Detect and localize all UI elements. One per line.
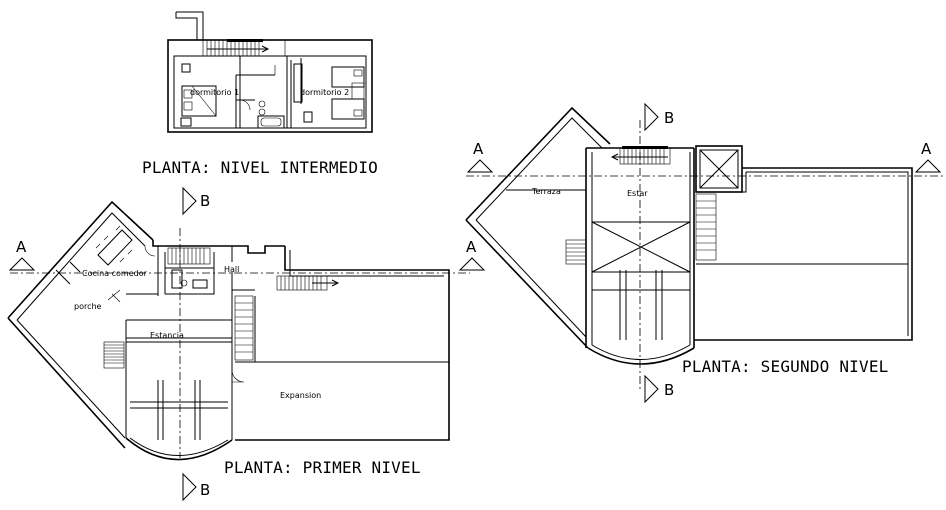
room-dormitorio-1: dormitorio 1 <box>190 88 239 97</box>
section-mark-b-bottom-1: B <box>182 472 210 502</box>
svg-text:A: A <box>16 238 27 256</box>
title-nivel-intermedio: PLANTA: NIVEL INTERMEDIO <box>142 158 378 177</box>
room-terraza: Terraza <box>531 187 561 196</box>
svg-text:B: B <box>664 381 674 399</box>
stair-estancia <box>234 295 254 361</box>
room-estancia: Estancia <box>150 331 184 340</box>
stair-segundo-right <box>695 193 717 261</box>
room-estar: Estar <box>627 189 648 198</box>
section-mark-a-left-2: A <box>466 140 494 173</box>
dining-table <box>95 225 133 266</box>
svg-text:A: A <box>466 238 477 256</box>
stair-segundo-left <box>565 239 587 265</box>
svg-text:A: A <box>921 140 932 158</box>
svg-text:B: B <box>664 109 674 127</box>
section-mark-b-bottom-2: B <box>644 374 674 404</box>
stair-porche <box>103 341 125 369</box>
title-segundo-nivel: PLANTA: SEGUNDO NIVEL <box>682 357 889 376</box>
stair-expansion <box>276 275 340 291</box>
room-hall: Hall <box>224 265 239 274</box>
plan-primer-nivel: Cocina comedor Hall porche Estancia Expa… <box>7 200 450 461</box>
svg-text:B: B <box>200 481 210 499</box>
bed-dormitorio-2 <box>331 66 365 120</box>
stair-hall <box>167 247 211 265</box>
section-mark-b-top-2: B <box>644 102 674 132</box>
plan-segundo-nivel: Terraza Estar <box>465 106 913 365</box>
section-mark-a-right-1: A <box>458 238 486 271</box>
room-cocina-comedor: Cocina comedor <box>82 269 148 278</box>
title-primer-nivel: PLANTA: PRIMER NIVEL <box>224 458 421 477</box>
plan-nivel-intermedio: dormitorio 1 dormitorio 2 <box>167 11 373 133</box>
section-mark-a-right-2: A <box>914 140 942 173</box>
room-expansion: Expansion <box>280 391 321 400</box>
section-mark-b-top-1: B <box>182 186 210 216</box>
section-mark-a-left-1: A <box>8 238 36 271</box>
stair-intermedio <box>202 39 286 57</box>
stair-estar <box>610 146 671 165</box>
svg-text:A: A <box>473 140 484 158</box>
bed-dormitorio-1 <box>181 85 217 117</box>
room-porche: porche <box>74 302 102 311</box>
svg-text:B: B <box>200 192 210 210</box>
room-dormitorio-2: dormitorio 2 <box>300 88 349 97</box>
